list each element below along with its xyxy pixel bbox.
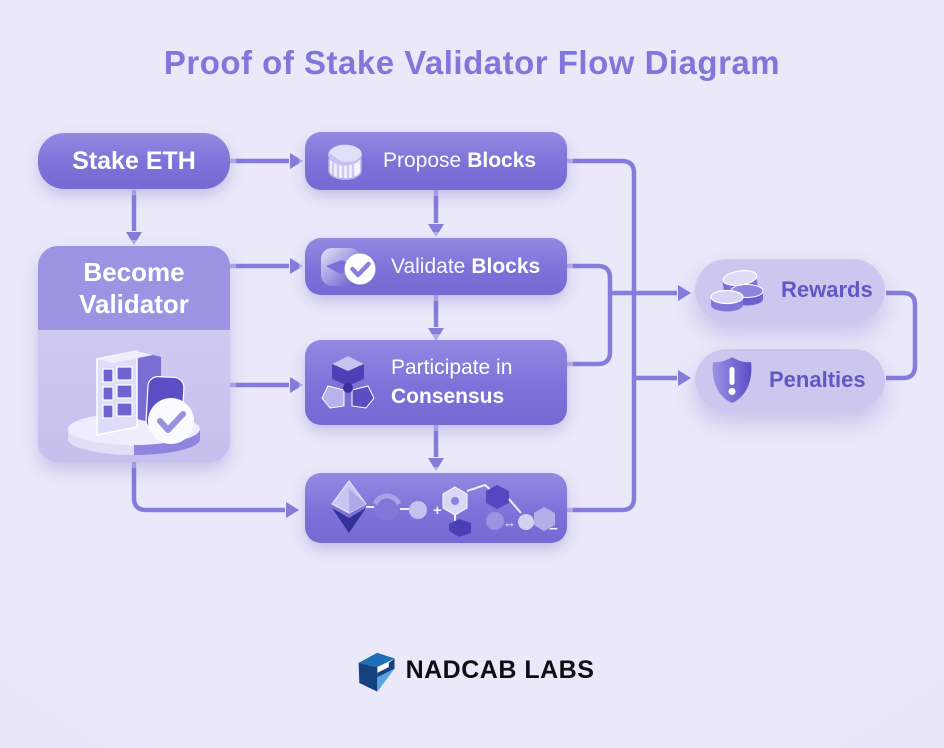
arrowhead <box>290 258 303 274</box>
arrowhead <box>428 224 444 237</box>
participate-consensus-label: Participate in Consensus <box>391 356 513 408</box>
node-become-validator: Become Validator <box>38 246 230 462</box>
arrowhead <box>290 153 303 169</box>
consensus-nodes-icon <box>321 355 375 409</box>
become-validator-header: Become Validator <box>38 246 230 330</box>
arrowhead <box>126 232 142 245</box>
node-participate-consensus: Participate in Consensus <box>305 340 567 425</box>
rail-propose-chain <box>567 158 637 513</box>
block-check-icon <box>321 247 376 286</box>
arrowhead <box>290 377 303 393</box>
penalties-label: Penalties <box>769 366 866 392</box>
rewards-label: Rewards <box>781 277 873 302</box>
node-penalties: Penalties <box>695 348 885 411</box>
blockchain-network-illustration: + ↔ – <box>331 480 558 537</box>
minus-symbol: – <box>549 520 558 537</box>
stake-eth-label: Stake ETH <box>72 146 196 175</box>
rail-validate-participate <box>567 263 613 367</box>
arrow-become-to-chain <box>131 462 285 513</box>
plus-symbol: + <box>433 502 442 519</box>
arrowhead <box>678 370 691 386</box>
become-label-line1: Become <box>83 256 185 287</box>
swap-arrows-symbol: ↔ <box>503 515 516 530</box>
node-rewards: Rewards <box>695 258 885 322</box>
nadcab-cube-logo <box>358 652 395 692</box>
shield-alert-icon <box>712 356 752 403</box>
arrowhead <box>286 502 299 518</box>
page-title: Proof of Stake Validator Flow Diagram <box>163 44 781 81</box>
become-validator-body <box>38 330 230 462</box>
arrowhead <box>428 458 444 471</box>
database-cylinder-icon <box>328 144 362 180</box>
coins-stack-icon <box>710 270 764 312</box>
brand-name: NADCAB LABS <box>405 655 595 684</box>
arrowhead <box>428 328 444 341</box>
node-stake-eth: Stake ETH <box>38 133 230 189</box>
connector-rewards-penalties <box>886 290 918 381</box>
footer-brand: NADCAB LABS <box>0 644 944 696</box>
node-blockchain-network: + ↔ – <box>305 473 567 543</box>
arrowhead <box>678 285 691 301</box>
become-label-line2: Validator <box>79 289 189 319</box>
validator-building-illustration <box>68 350 200 456</box>
